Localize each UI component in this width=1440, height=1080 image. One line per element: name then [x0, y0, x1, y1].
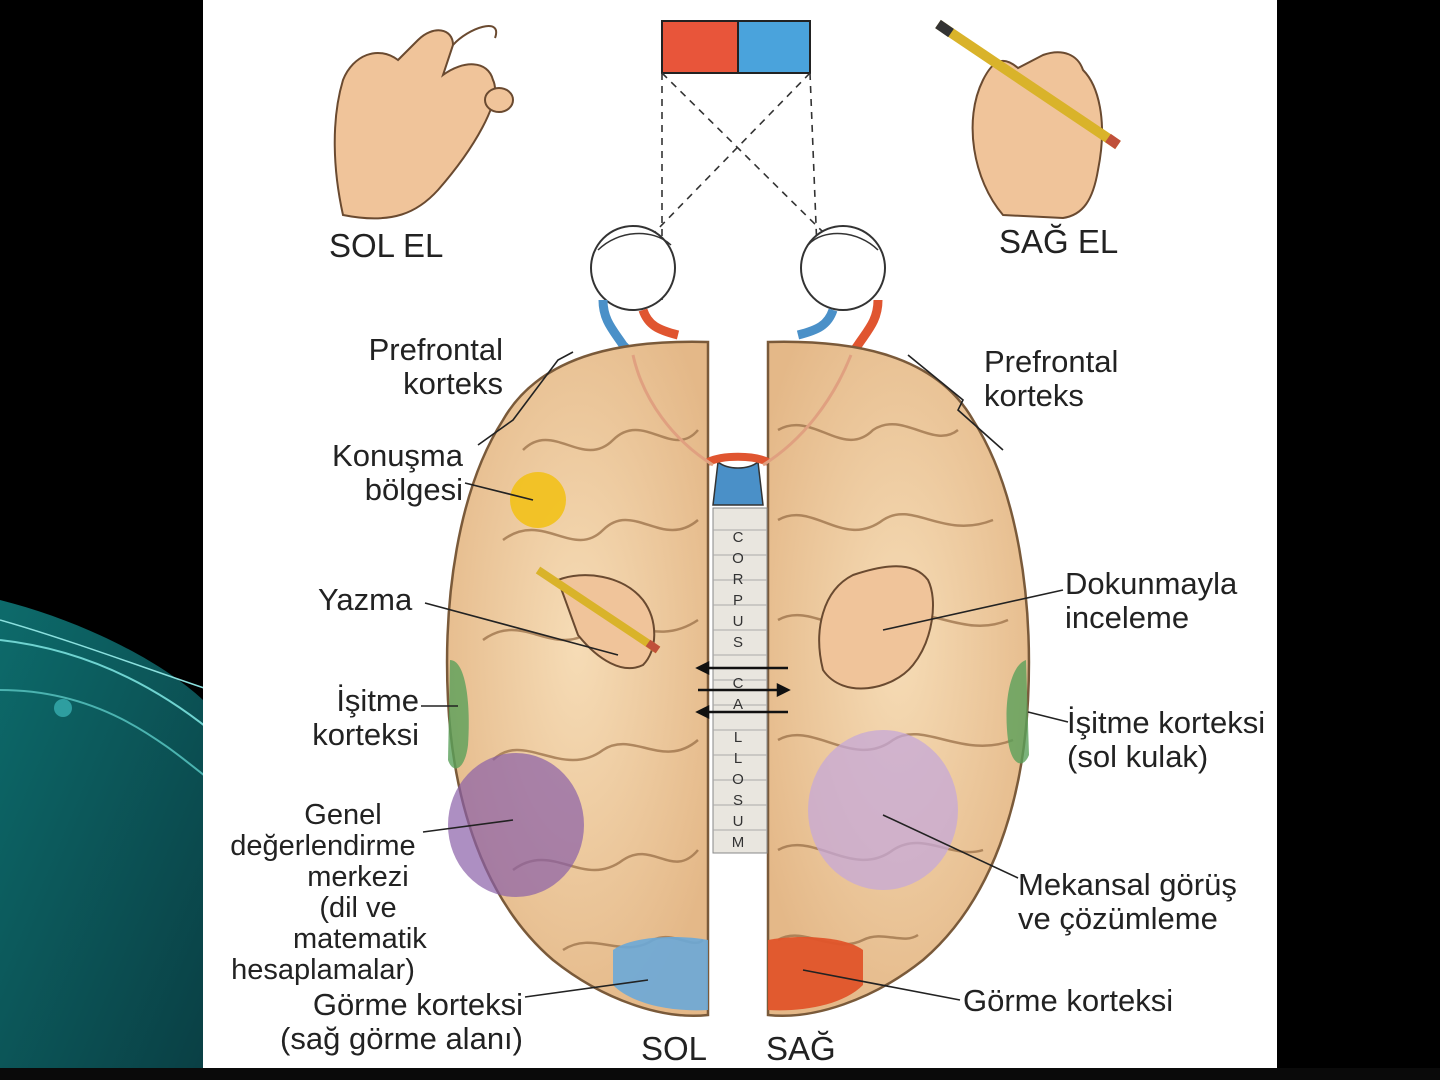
- label-line: (sağ görme alanı): [280, 1021, 523, 1056]
- label-line: İşitme korteksi: [1067, 705, 1266, 740]
- label-line: merkezi: [307, 861, 409, 893]
- left-hemisphere: [445, 340, 710, 1017]
- left-visual-cortex-label: Görme korteksi (sağ görme alanı): [233, 988, 523, 1056]
- label-line: ve çözümleme: [1018, 901, 1218, 936]
- general-evaluation-region: [448, 753, 584, 897]
- cc-letter: L: [733, 729, 743, 746]
- cc-letter: U: [732, 613, 744, 630]
- right-prefrontal-label: Prefrontal korteks: [984, 345, 1118, 413]
- left-visual-cortex: [613, 937, 708, 1011]
- bottom-left-label: SOL: [641, 1030, 708, 1067]
- cc-letter: R: [732, 571, 744, 588]
- touching-hand-on-brain: [818, 565, 934, 690]
- label-line: korteks: [403, 366, 503, 401]
- left-prefrontal-label: Prefrontal korteks: [323, 333, 503, 401]
- label-line: Genel: [304, 799, 382, 831]
- right-auditory-region: [1006, 660, 1029, 764]
- optic-chiasm: [712, 460, 764, 506]
- decor-dot: [54, 699, 72, 717]
- label-line: İşitme: [336, 683, 419, 718]
- corpus-callosum: [695, 507, 791, 854]
- speech-area-label: Konuşma bölgesi: [283, 439, 463, 507]
- left-eye: [590, 225, 680, 359]
- right-visual-cortex-label: Görme korteksi: [963, 983, 1174, 1018]
- right-eye: [796, 225, 886, 358]
- cc-letter: P: [732, 592, 743, 609]
- label-line: Dokunmayla: [1065, 566, 1238, 601]
- label-line: korteksi: [312, 717, 419, 752]
- writing-label: Yazma: [318, 582, 413, 617]
- right-visual-cortex: [768, 937, 863, 1011]
- label-line: Prefrontal: [984, 344, 1119, 379]
- spatial-label: Mekansal görüş ve çözümleme: [1018, 868, 1237, 936]
- label-line: değerlendirme: [230, 830, 416, 862]
- writing-hand-on-brain: [535, 566, 661, 670]
- right-hand-label: SAĞ EL: [999, 223, 1119, 260]
- label-line: Mekansal görüş: [1018, 867, 1237, 902]
- bottom-right-label: SAĞ: [766, 1030, 836, 1067]
- brain-illustration: [333, 19, 1121, 1017]
- brain-diagram-slide: SOL EL SAĞ EL Prefrontal korteks Prefron…: [203, 0, 1277, 1068]
- label-line: Görme korteksi: [312, 987, 523, 1022]
- cc-letter: C: [732, 675, 744, 692]
- label-line: matematik: [293, 923, 427, 955]
- optic-tract-left: [631, 354, 714, 467]
- touch-label: Dokunmayla inceleme: [1065, 567, 1237, 635]
- general-evaluation-label: Genel değerlendirme merkezi (dil ve mate…: [223, 799, 427, 986]
- left-hand-label: SOL EL: [329, 227, 444, 264]
- right-hand-illustration: [935, 19, 1121, 220]
- left-visual-field: [661, 20, 739, 74]
- label-line: Konuşma: [332, 438, 463, 473]
- left-auditory-region: [448, 660, 469, 769]
- visual-field-box: [661, 20, 811, 74]
- label-line: korteks: [984, 378, 1084, 413]
- left-hand-illustration: [333, 25, 514, 220]
- label-line: hesaplamalar): [231, 954, 415, 986]
- label-line: Prefrontal: [368, 332, 503, 367]
- cc-letter: U: [732, 813, 744, 830]
- cc-letter: A: [732, 696, 743, 713]
- cc-letter: L: [733, 750, 743, 767]
- cc-letter: O: [732, 771, 744, 788]
- right-visual-field: [737, 20, 811, 74]
- speech-region: [510, 472, 566, 528]
- cc-letter: M: [731, 834, 745, 851]
- cc-letter: S: [732, 634, 743, 651]
- label-line: (dil ve: [319, 892, 397, 924]
- label-line: (sol kulak): [1067, 739, 1209, 774]
- optic-tract-right: [762, 354, 853, 467]
- cc-letter: C: [732, 529, 744, 546]
- spatial-region: [808, 730, 958, 890]
- projection-lines: [654, 72, 824, 301]
- label-line: inceleme: [1065, 600, 1190, 635]
- cc-letter: O: [732, 550, 744, 567]
- leader-lines: [421, 351, 1069, 1001]
- cc-letter: S: [732, 792, 743, 809]
- label-line: bölgesi: [364, 472, 463, 507]
- left-auditory-label: İşitme korteksi: [263, 684, 419, 752]
- right-auditory-label: İşitme korteksi (sol kulak): [1067, 706, 1265, 774]
